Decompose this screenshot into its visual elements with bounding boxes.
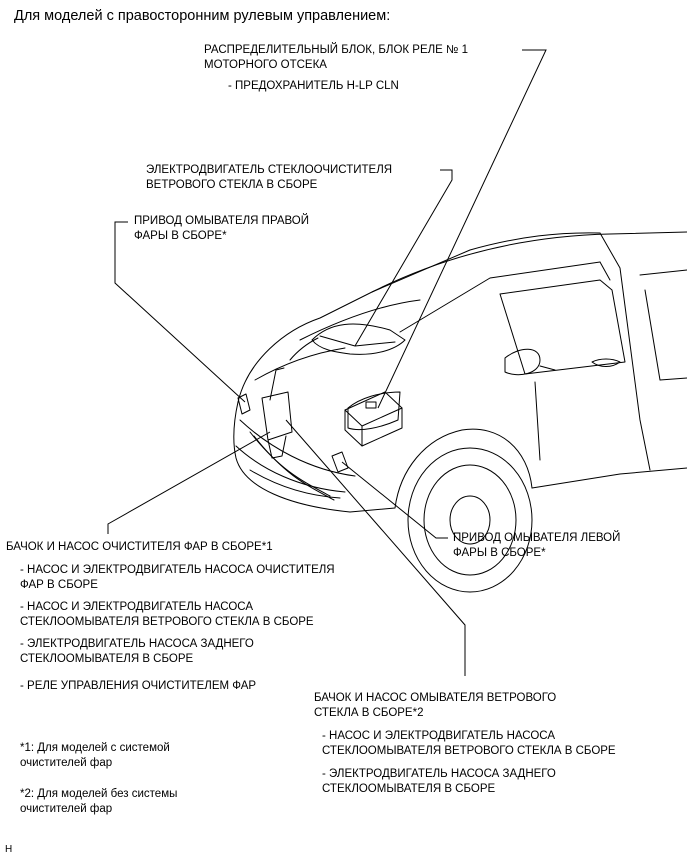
windshield <box>371 232 601 293</box>
label-windshield-tank: БАЧОК И НАСОС ОМЫВАТЕЛЯ ВЕТРОВОГО СТЕКЛА… <box>314 692 557 719</box>
label-relay-block-fuse: - ПРЕДОХРАНИТЕЛЬ H-LP CLN <box>228 80 399 92</box>
leader-windshield-tank <box>285 419 466 676</box>
corner-mark: H <box>5 844 13 855</box>
footnote-2: *2: Для моделей без системы очистителей … <box>20 788 178 815</box>
label-headlight-tank-sub-1: - НАСОС И ЭЛЕКТРОДВИГАТЕЛЬ НАСОСА ОЧИСТИ… <box>20 564 335 591</box>
label-windshield-tank-sub-2: - ЭЛЕКТРОДВИГАТЕЛЬ НАСОСА ЗАДНЕГО СТЕКЛО… <box>322 768 556 795</box>
label-wiper-motor: ЭЛЕКТРОДВИГАТЕЛЬ СТЕКЛООЧИСТИТЕЛЯ ВЕТРОВ… <box>146 164 393 191</box>
leader-rh-washer <box>114 221 246 403</box>
label-headlight-tank-sub-4: - РЕЛЕ УПРАВЛЕНИЯ ОЧИСТИТЕЛЕМ ФАР <box>20 680 257 692</box>
leader-lh-washer <box>341 461 448 539</box>
label-headlight-tank: БАЧОК И НАСОС ОЧИСТИТЕЛЯ ФАР В СБОРЕ*1 <box>6 541 273 553</box>
label-relay-block: РАСПРЕДЕЛИТЕЛЬНЫЙ БЛОК, БЛОК РЕЛЕ № 1 МО… <box>204 44 468 71</box>
car-body-outline <box>237 231 687 403</box>
page-header: Для моделей с правосторонним рулевым упр… <box>14 8 391 24</box>
relay-block <box>344 391 403 447</box>
washer-tank <box>261 391 293 441</box>
side-mirror <box>504 348 541 376</box>
label-headlight-tank-sub-3: - ЭЛЕКТРОДВИГАТЕЛЬ НАСОСА ЗАДНЕГО СТЕКЛО… <box>20 638 254 665</box>
headlight <box>347 391 401 431</box>
label-lh-headlight-washer: ПРИВОД ОМЫВАТЕЛЯ ЛЕВОЙ ФАРЫ В СБОРЕ* <box>453 532 621 559</box>
leader-headlight-tank <box>107 431 271 534</box>
side-window <box>499 279 626 375</box>
label-windshield-tank-sub-1: - НАСОС И ЭЛЕКТРОДВИГАТЕЛЬ НАСОСА СТЕКЛО… <box>322 730 616 757</box>
footnote-1: *1: Для моделей с системой очистителей ф… <box>20 742 170 769</box>
leader-relay-block <box>377 49 547 409</box>
lh-washer-actuator <box>331 451 349 473</box>
wiper-linkage <box>311 323 406 355</box>
label-rh-headlight-washer: ПРИВОД ОМЫВАТЕЛЯ ПРАВОЙ ФАРЫ В СБОРЕ* <box>134 215 310 242</box>
label-headlight-tank-sub-2: - НАСОС И ЭЛЕКТРОДВИГАТЕЛЬ НАСОСА СТЕКЛО… <box>20 601 314 628</box>
leader-wiper-motor <box>354 169 453 347</box>
rh-washer-actuator <box>237 393 251 415</box>
front-wheel <box>407 447 533 593</box>
